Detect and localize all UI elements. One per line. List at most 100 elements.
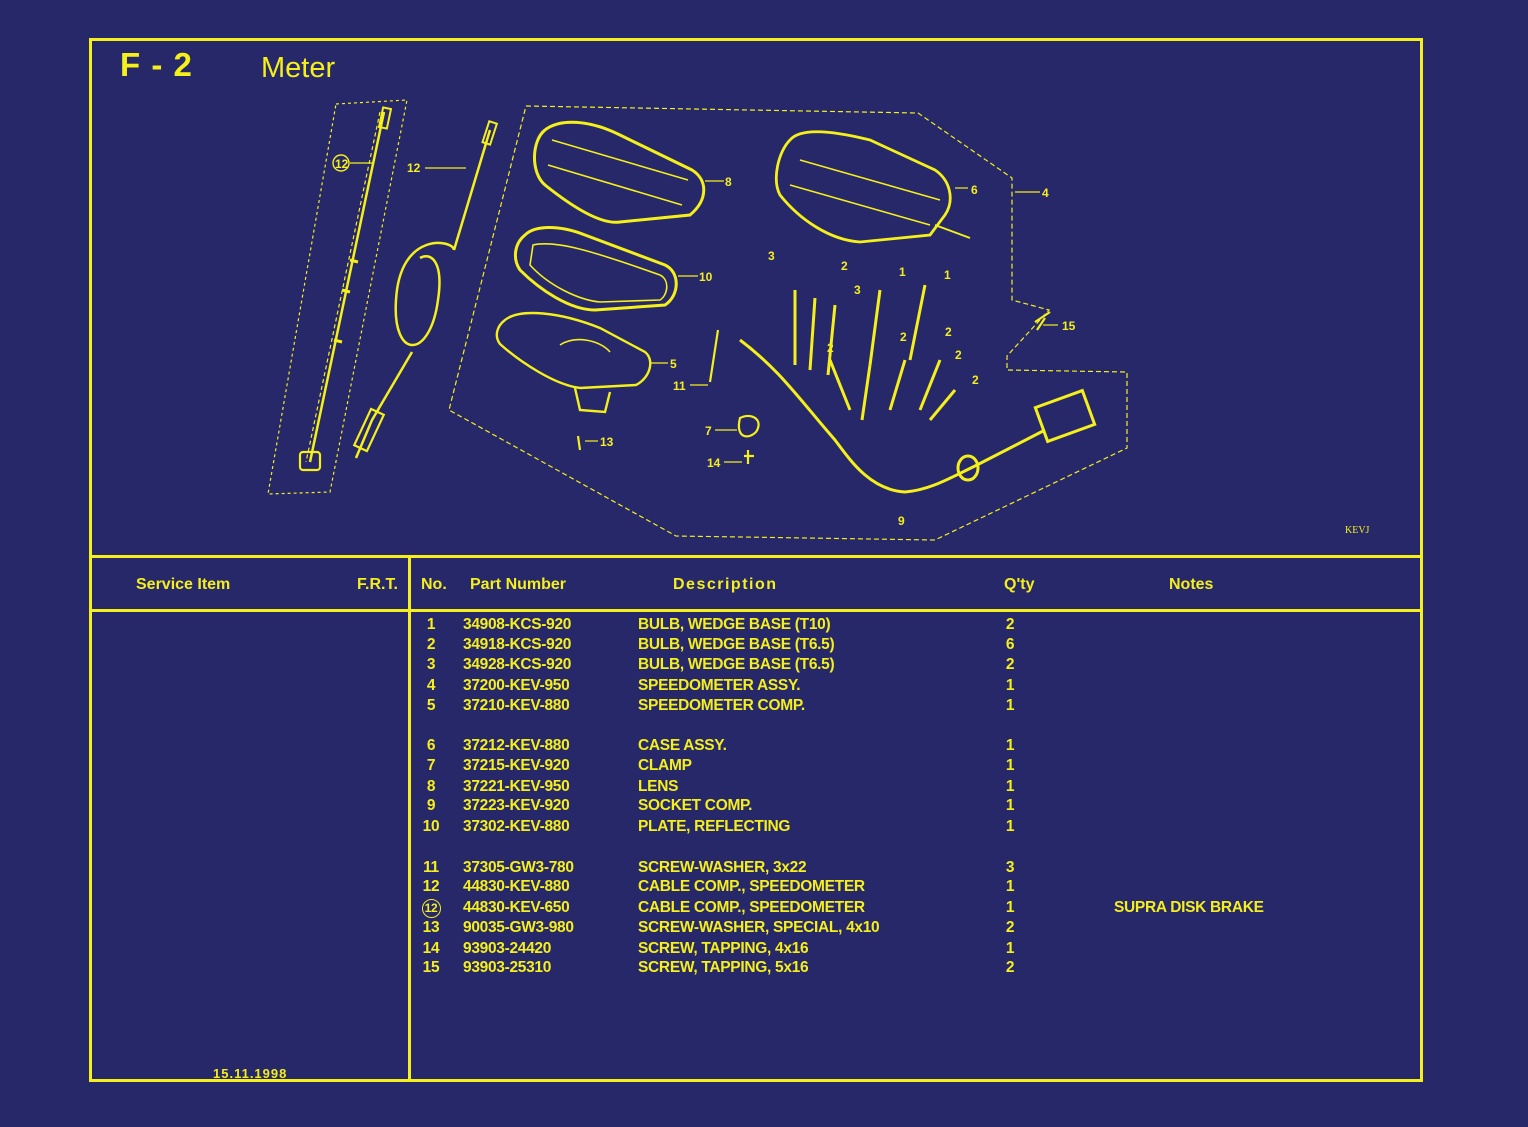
- part-qty: 6: [1005, 636, 1015, 653]
- callout-13: 13: [600, 435, 614, 449]
- part-no: 1: [426, 616, 436, 633]
- table-row: 10 37302-KEV-880 PLATE, REFLECTING 1: [0, 818, 1528, 838]
- part-number: 37215-KEV-920: [463, 757, 570, 774]
- part-no: 8: [426, 778, 436, 795]
- part-description: LENS: [638, 778, 679, 795]
- callout-2d: 2: [945, 325, 952, 339]
- header-part-number: Part Number: [470, 576, 567, 593]
- table-row: 2 34918-KCS-920 BULB, WEDGE BASE (T6.5) 6: [0, 636, 1528, 656]
- part-number: 34918-KCS-920: [463, 636, 572, 653]
- callout-1: 1: [899, 265, 906, 279]
- part-qty: 1: [1005, 899, 1015, 916]
- part-no: 13: [422, 919, 440, 936]
- header-qty: Q'ty: [1004, 576, 1035, 593]
- part-description: BULB, WEDGE BASE (T10): [638, 616, 831, 633]
- callout-5: 5: [670, 357, 677, 371]
- part-number: 93903-25310: [463, 959, 552, 976]
- callout-3: 3: [768, 249, 775, 263]
- part-no: 10: [422, 818, 440, 835]
- callout-11: 11: [673, 379, 686, 393]
- part-no: 11: [423, 859, 439, 876]
- callout-12: 12: [407, 161, 421, 175]
- part-description: CABLE COMP., SPEEDOMETER: [638, 899, 865, 916]
- part-number: 37212-KEV-880: [463, 737, 570, 754]
- reflecting-plate-drawing: [513, 226, 678, 312]
- part-qty: 2: [1005, 656, 1015, 673]
- part-no: 7: [426, 757, 436, 774]
- harness-drawing: [739, 284, 1097, 494]
- header-description: Description: [673, 576, 778, 593]
- header-frt: F.R.T.: [357, 576, 398, 593]
- header-notes: Notes: [1169, 576, 1214, 593]
- circled-part-no: 12: [421, 899, 441, 918]
- part-qty: 3: [1005, 859, 1015, 876]
- callout-2: 2: [841, 259, 848, 273]
- drawing-mark: KEVJ: [1345, 525, 1370, 536]
- part-number: 93903-24420: [463, 940, 552, 957]
- table-row: 1 34908-KCS-920 BULB, WEDGE BASE (T10) 2: [0, 616, 1528, 636]
- part-qty: 2: [1005, 919, 1015, 936]
- diagram-divider: [89, 555, 1423, 558]
- case-drawing: [775, 130, 971, 244]
- callout-9: 9: [898, 514, 905, 528]
- part-qty: 2: [1005, 616, 1015, 633]
- callout-14: 14: [707, 456, 721, 470]
- callout-1b: 1: [944, 268, 951, 282]
- part-qty: 1: [1005, 697, 1015, 714]
- part-description: PLATE, REFLECTING: [638, 818, 791, 835]
- header-divider: [89, 609, 1423, 612]
- part-description: SCREW, TAPPING, 5x16: [638, 959, 809, 976]
- part-no: 14: [422, 940, 440, 957]
- exploded-diagram: 12 12 8 6 4 10 3 2 1 1 3 15 5 2 2 2 2 2 …: [267, 99, 1128, 541]
- small-parts-drawing: [576, 311, 1051, 464]
- part-number: 34908-KCS-920: [463, 616, 572, 633]
- part-number: 37210-KEV-880: [463, 697, 570, 714]
- callout-8: 8: [725, 175, 732, 189]
- part-no: 12: [422, 878, 440, 895]
- part-no: 2: [426, 636, 436, 653]
- part-no: 6: [426, 737, 436, 754]
- page-frame: [89, 38, 1423, 1082]
- callout-2f: 2: [955, 348, 962, 362]
- part-qty: 1: [1005, 878, 1015, 895]
- callout-3b: 3: [854, 283, 861, 297]
- part-qty: 1: [1005, 818, 1015, 835]
- part-description: SCREW-WASHER, SPECIAL, 4x10: [638, 919, 880, 936]
- callout-4: 4: [1042, 186, 1049, 200]
- part-qty: 1: [1005, 677, 1015, 694]
- callout-10: 10: [699, 270, 713, 284]
- part-description: BULB, WEDGE BASE (T6.5): [638, 636, 835, 653]
- table-row: 12 44830-KEV-650 CABLE COMP., SPEEDOMETER 1…: [0, 899, 1528, 919]
- section-title: Meter: [261, 52, 336, 84]
- header-service-item: Service Item: [136, 576, 231, 593]
- section-code: F - 2: [120, 46, 193, 83]
- part-no: 9: [426, 797, 436, 814]
- callout-6: 6: [971, 183, 978, 197]
- part-qty: 1: [1005, 757, 1015, 774]
- part-description: CLAMP: [638, 757, 692, 774]
- part-qty: 1: [1005, 797, 1015, 814]
- cable-alt-drawing: [298, 106, 393, 472]
- part-number: 37302-KEV-880: [463, 818, 570, 835]
- part-no-circled: 12: [410, 899, 452, 918]
- part-number: 37305-GW3-780: [463, 859, 574, 876]
- callout-15: 15: [1062, 319, 1076, 333]
- issue-date: 15.11.1998: [213, 1066, 288, 1081]
- part-qty: 2: [1005, 959, 1015, 976]
- part-qty: 1: [1005, 778, 1015, 795]
- callout-12-circled: 12: [335, 157, 349, 171]
- part-qty: 1: [1005, 737, 1015, 754]
- part-no: 5: [426, 697, 436, 714]
- part-notes: SUPRA DISK BRAKE: [1114, 899, 1264, 916]
- part-number: 44830-KEV-650: [463, 899, 570, 916]
- header-no: No.: [421, 576, 447, 593]
- part-number: 90035-GW3-980: [463, 919, 574, 936]
- lens-drawing: [533, 120, 706, 224]
